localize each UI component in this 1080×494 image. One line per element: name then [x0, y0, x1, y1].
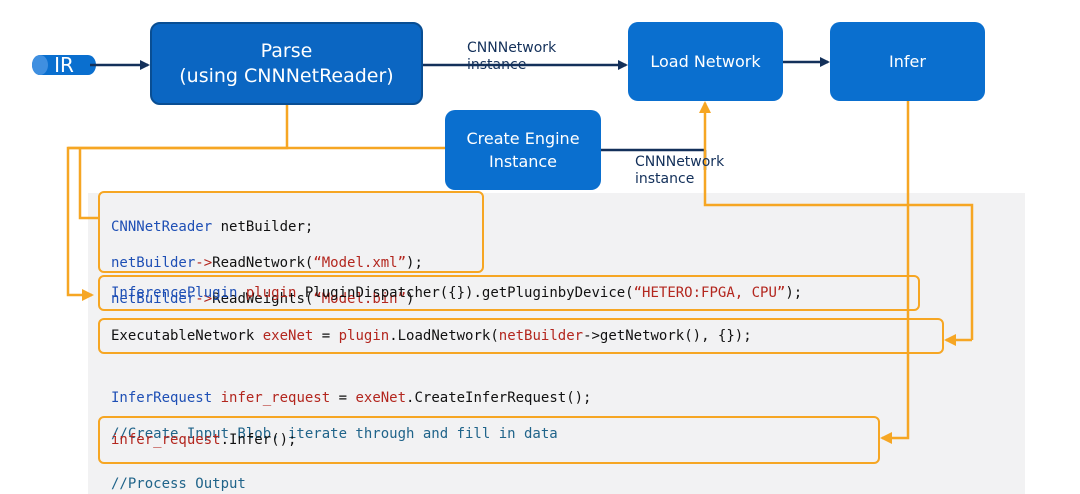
code-variable: infer_request	[212, 390, 331, 406]
ir-cylinder-icon	[32, 55, 96, 75]
code-arrow: ->	[195, 291, 213, 307]
code-text: .Infer();	[220, 432, 297, 448]
infer-box: Infer	[830, 22, 985, 101]
highlight-plugin-block	[98, 275, 920, 311]
cnnnetwork-instance-label-top: CNNNetwork instance	[467, 40, 617, 74]
code-text: ReadWeights(	[212, 291, 314, 307]
orange-connector-parse-to-block1	[78, 148, 98, 220]
orange-connector-load	[699, 101, 974, 340]
code-line: netBuilder->ReadWeights(“Model.bin”)	[111, 290, 423, 308]
code-text: .CreateInferRequest();	[406, 390, 592, 406]
code-plugin-block: InferencePlugin plugin PluginDispatcher(…	[111, 284, 802, 302]
code-reader-block: CNNNetReader netBuilder; netBuilder->Rea…	[111, 200, 423, 326]
code-string: “Model.xml”	[313, 255, 407, 271]
code-variable: plugin	[237, 285, 297, 301]
cnnnetwork-mid-line2: instance	[635, 171, 695, 187]
highlight-loadnetwork-block	[98, 318, 944, 354]
cnnnetwork-instance-label-mid: CNNNetwork instance	[635, 154, 785, 188]
code-line: netBuilder->ReadNetwork(“Model.xml”);	[111, 254, 423, 272]
load-network-label: Load Network	[650, 52, 761, 71]
code-text: ->getNetwork(), {});	[583, 328, 752, 344]
highlight-infer-block	[98, 416, 880, 464]
code-object: plugin	[338, 328, 390, 344]
code-text: .LoadNetwork(	[389, 328, 499, 344]
create-engine-line1: Create Engine	[466, 129, 580, 148]
parse-subtitle: (using CNNNetReader)	[179, 64, 394, 87]
code-variable: exeNet	[254, 328, 314, 344]
load-network-box: Load Network	[628, 22, 783, 101]
ir-label-wrap: IR	[46, 54, 82, 76]
code-text: PluginDispatcher({}).getPluginbyDevice(	[296, 285, 634, 301]
code-comment: //Create Input Blob, iterate through and…	[111, 426, 558, 442]
infer-label: Infer	[889, 52, 926, 71]
code-type: ExecutableNetwork	[111, 328, 255, 344]
code-type: InferencePlugin	[111, 285, 238, 301]
code-infer-block: infer_request.Infer();	[111, 431, 296, 449]
code-text: ReadNetwork(	[212, 255, 314, 271]
cnnnetwork-top-line2: instance	[467, 57, 527, 73]
code-type: CNNNetReader	[111, 219, 213, 235]
cnnnetwork-mid-line1: CNNNetwork	[635, 154, 725, 170]
cnnnetwork-top-line1: CNNNetwork	[467, 40, 557, 56]
code-panel	[88, 193, 1025, 494]
code-line: InferRequest infer_request = exeNet.Crea…	[111, 389, 591, 407]
create-engine-line2: Instance	[488, 152, 558, 171]
highlight-reader-block	[98, 191, 484, 273]
code-text: =	[330, 390, 356, 406]
parse-title: Parse	[260, 39, 313, 62]
parse-box: Parse (using CNNNetReader)	[150, 22, 423, 105]
code-object: infer_request	[111, 432, 221, 448]
code-arrow: ->	[195, 255, 213, 271]
code-object: netBuilder	[111, 255, 196, 271]
code-string: “Model.bin”	[313, 291, 407, 307]
code-string: “HETERO:FPGA, CPU”	[633, 285, 786, 301]
code-loadnetwork-block: ExecutableNetwork exeNet = plugin.LoadNe…	[111, 327, 752, 345]
orange-connector-infer	[880, 101, 910, 444]
code-type: InferRequest	[111, 390, 213, 406]
ir-label: IR	[54, 53, 74, 77]
code-line: CNNNetReader netBuilder;	[111, 218, 423, 236]
code-text: netBuilder;	[212, 219, 314, 235]
code-text: );	[785, 285, 803, 301]
code-object: exeNet	[355, 390, 407, 406]
code-object: netBuilder	[498, 328, 584, 344]
code-text: )	[406, 291, 415, 307]
code-text: =	[313, 328, 339, 344]
code-text: );	[406, 255, 423, 271]
code-inferrequest-block: InferRequest infer_request = exeNet.Crea…	[111, 371, 591, 461]
create-engine-box: Create Engine Instance	[445, 110, 601, 190]
code-object: netBuilder	[111, 291, 196, 307]
code-process-output-comment: //Process Output	[111, 476, 246, 492]
